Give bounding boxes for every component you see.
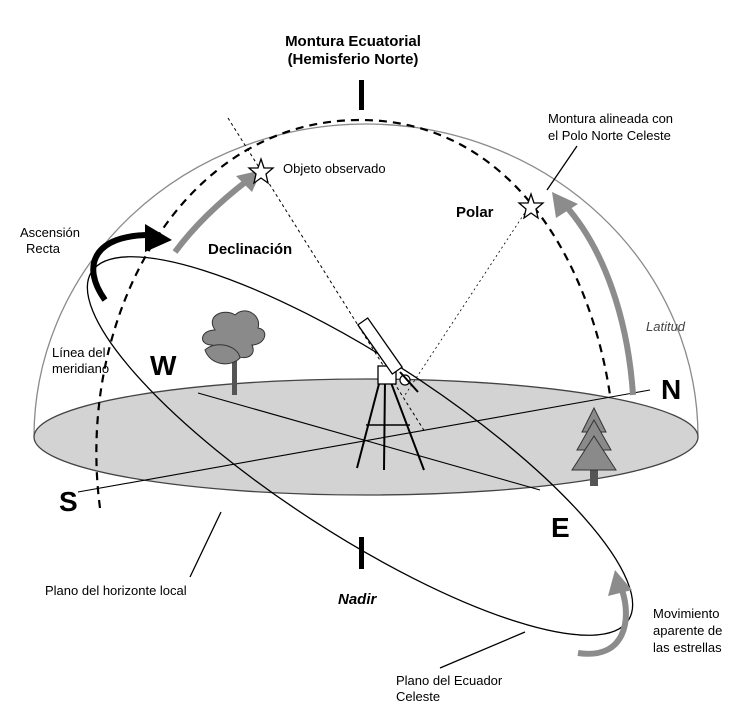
star-motion-label-line-2: aparente de xyxy=(653,623,723,638)
star-motion-label-line-3: las estrellas xyxy=(653,640,722,655)
zenith-marker xyxy=(359,80,364,110)
observed-object-label: Objeto observado xyxy=(283,161,386,176)
observed-object-star-icon xyxy=(247,156,275,185)
celestial-dome xyxy=(33,123,699,438)
right-ascension-arrow xyxy=(90,232,151,302)
star-motion-arrow xyxy=(577,589,629,657)
nadir-label: Nadir xyxy=(338,591,377,608)
mount-aligned-label-line-1: Montura alineada con xyxy=(548,111,674,126)
right-ascension-label-line-1: Ascensión xyxy=(20,225,80,240)
south-label: S xyxy=(59,486,78,517)
deciduous-tree-icon xyxy=(202,310,266,395)
declination-arrow xyxy=(172,177,250,254)
latitude-arrow xyxy=(562,203,636,396)
north-label: N xyxy=(661,374,682,405)
mount-aligned-leader xyxy=(546,145,578,191)
title-line-1: Montura Ecuatorial xyxy=(285,33,421,50)
latitude-arrowhead xyxy=(552,192,578,218)
celestial-equator-label-line-1: Plano del Ecuador xyxy=(396,673,503,688)
nadir-marker xyxy=(359,537,364,569)
star-motion-label-line-1: Movimiento xyxy=(653,606,720,621)
celestial-equator-label-line-2: Celeste xyxy=(396,689,441,704)
horizon-plane-leader xyxy=(189,511,222,578)
right-ascension-label-line-2: Recta xyxy=(26,241,60,256)
telescope-icon xyxy=(356,317,425,471)
meridian-label-line-2: meridiano xyxy=(52,361,110,376)
star-motion-arrowhead xyxy=(608,570,632,596)
title-line-2: (Hemisferio Norte) xyxy=(287,51,419,68)
polar-star-icon xyxy=(517,191,545,220)
east-label: E xyxy=(551,512,570,543)
latitude-label: Latitud xyxy=(646,319,686,334)
meridian-line xyxy=(95,118,612,509)
horizon-plane-label: Plano del horizonte local xyxy=(45,583,187,598)
west-label: W xyxy=(150,350,177,381)
declination-label: Declinación xyxy=(208,241,293,258)
right-ascension-arrowhead xyxy=(145,224,172,252)
east-west-line xyxy=(197,392,541,491)
meridian-label-line-1: Línea del xyxy=(52,345,106,360)
equator-plane-leader xyxy=(439,631,526,669)
polar-axis-line xyxy=(404,204,531,396)
polar-label: Polar xyxy=(456,204,494,221)
mount-aligned-label-line-2: el Polo Norte Celeste xyxy=(548,128,671,143)
pine-tree-icon xyxy=(571,406,617,486)
